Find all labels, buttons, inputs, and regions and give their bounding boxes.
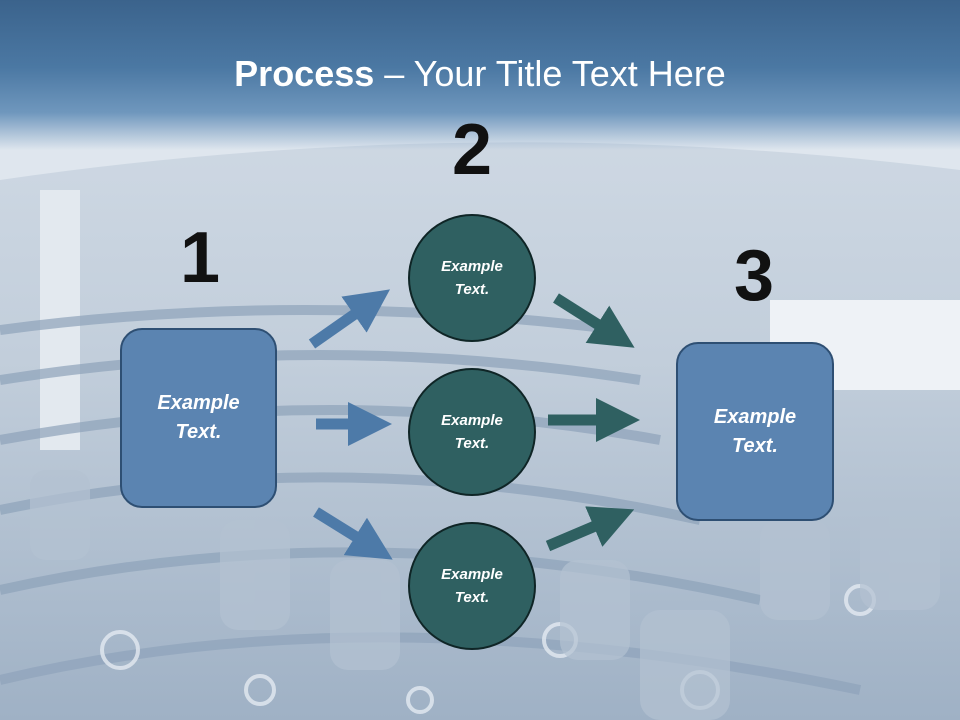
circle-middle-line-1: Example xyxy=(441,412,503,429)
right-process-box[interactable]: Example Text. xyxy=(676,342,834,521)
right-box-line-1: Example xyxy=(713,405,797,428)
circle-top-line-2: Text. xyxy=(454,281,490,298)
circle-top[interactable]: Example Text. xyxy=(408,214,536,342)
arrow-left-to-top xyxy=(308,289,391,349)
right-box-line-2: Text. xyxy=(732,434,778,457)
title-rest: – Your Title Text Here xyxy=(374,53,726,94)
circle-bottom-line-1: Example xyxy=(441,566,503,583)
step-number-2: 2 xyxy=(451,110,493,190)
arrow-top-to-right xyxy=(553,293,635,348)
slide-title: Process – Your Title Text Here xyxy=(0,52,960,96)
arrow-bottom-to-right xyxy=(545,506,635,552)
title-bar xyxy=(0,0,960,150)
title-bold: Process xyxy=(234,53,375,94)
circle-middle-line-2: Text. xyxy=(454,435,490,452)
left-box-line-1: Example xyxy=(157,392,240,414)
circle-bottom[interactable]: Example Text. xyxy=(408,522,536,650)
left-process-box[interactable]: Example Text. xyxy=(120,328,277,508)
step-number-1: 1 xyxy=(179,218,221,298)
circle-bottom-line-2: Text. xyxy=(454,589,490,606)
arrow-left-to-bottom xyxy=(313,507,393,560)
circle-top-line-1: Example xyxy=(441,258,503,275)
circle-middle[interactable]: Example Text. xyxy=(408,368,536,496)
left-box-line-2: Text. xyxy=(175,421,222,443)
step-number-3: 3 xyxy=(733,236,775,316)
